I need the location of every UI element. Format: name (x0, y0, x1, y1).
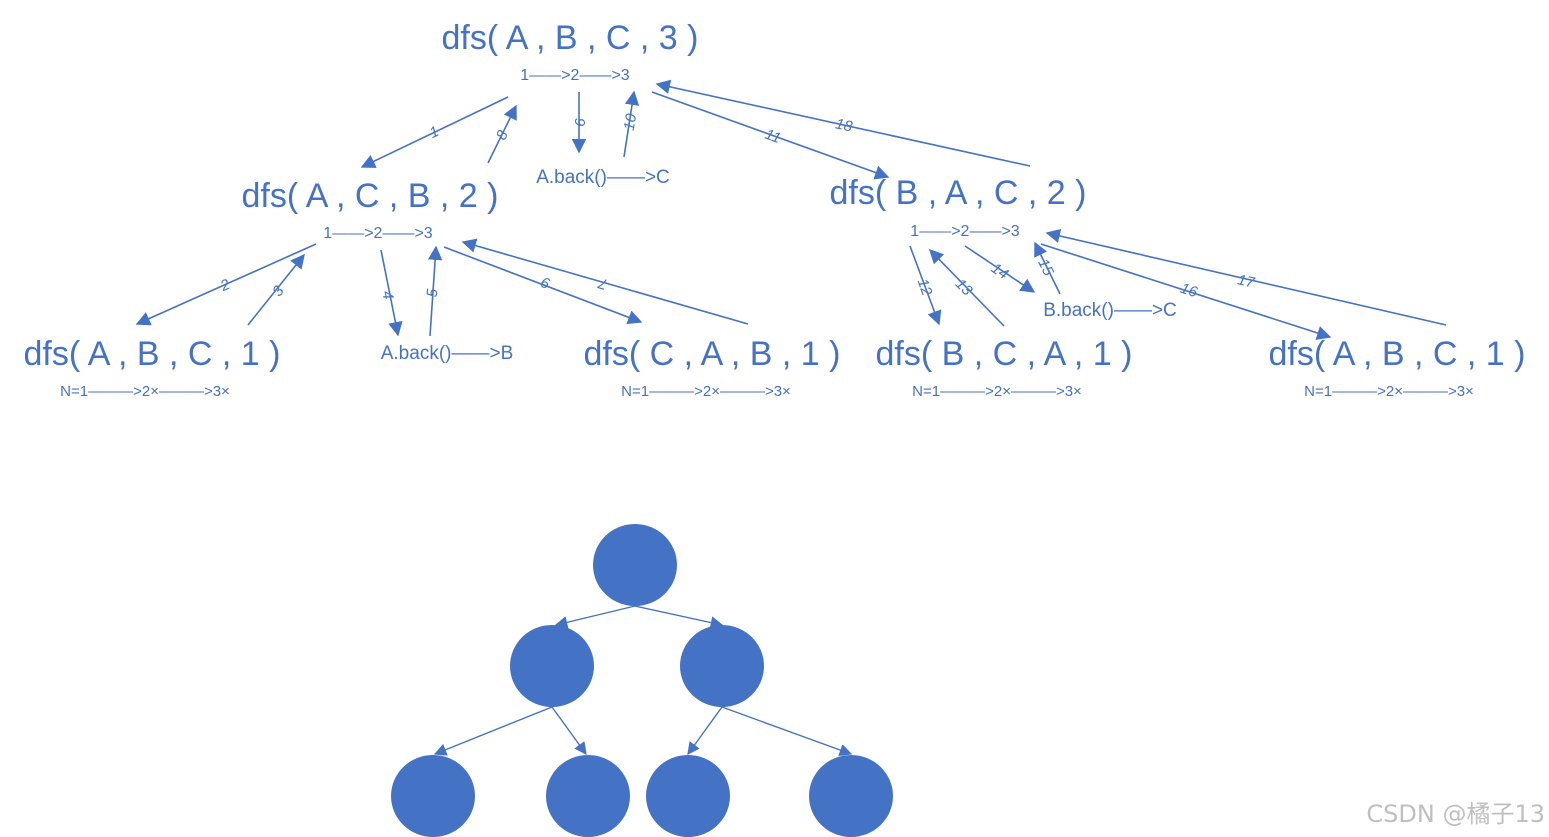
watermark: CSDN @橘子13 (1366, 800, 1545, 828)
edge-label-3: 3 (269, 282, 288, 300)
edge-label-13: 13 (952, 275, 976, 299)
edge-label-4: 4 (378, 289, 396, 300)
edge-arrow-2 (135, 243, 317, 326)
tree-leaf-1 (391, 755, 475, 837)
edge-arrow-6 (443, 246, 643, 325)
edge-arrow-1 (360, 96, 509, 168)
tree-edge-root-left (554, 605, 636, 629)
seq-cab1: N=1———>2×———>3× (621, 383, 791, 400)
seq-acb2: 1——>2——>3 (323, 225, 432, 242)
edge-label-12: 12 (914, 276, 936, 298)
edge-label-1: 1 (427, 123, 442, 142)
binary-tree (391, 524, 893, 837)
edge-arrow-18 (655, 79, 1031, 167)
edge-arrow-7 (461, 238, 749, 325)
edge-label-10: 10 (621, 112, 641, 132)
edge-arrow-3 (247, 253, 305, 326)
tree-leaf-4 (809, 755, 893, 837)
edge-arrow-10 (623, 90, 640, 158)
edge-arrow-8 (487, 104, 517, 164)
tree-node-right (680, 625, 764, 707)
call-root: dfs( A , B , C , 3 ) (442, 19, 699, 57)
tree-edge-l-lr (551, 706, 587, 756)
tree-edge-r-rr (721, 706, 853, 757)
edge-label-9: 9 (571, 118, 588, 127)
edge-label-8: 8 (493, 127, 512, 143)
edge-label-17: 17 (1236, 271, 1257, 291)
edge-arrow-13 (928, 248, 1005, 327)
call-cab1: dfs( C , A , B , 1 ) (584, 335, 841, 373)
edge-label-2: 2 (217, 276, 233, 296)
tree-leaf-3 (646, 755, 730, 837)
call-acb2: dfs( A , C , B , 2 ) (242, 177, 499, 215)
edge-arrow-12 (909, 245, 942, 326)
edge-arrow-16 (1040, 243, 1332, 340)
edge-arrow-11 (651, 91, 890, 180)
edge-label-18: 18 (834, 115, 854, 135)
tree-node-left (510, 625, 594, 707)
tree-leaf-2 (546, 755, 630, 837)
edge-arrow-5 (427, 245, 443, 337)
seq-abc1-right: N=1———>2×———>3× (1304, 383, 1474, 400)
call-abc1-left: dfs( A , B , C , 1 ) (24, 335, 281, 373)
edge-arrow-14 (964, 245, 1036, 293)
call-bca1: dfs( B , C , A , 1 ) (876, 335, 1133, 373)
tree-edge-r-rl (687, 706, 723, 756)
edge-label-15: 15 (1034, 256, 1057, 279)
edge-arrow-15 (1034, 241, 1061, 295)
edge-label-16: 16 (1178, 280, 1200, 302)
seq-root: 1——>2——>3 (520, 67, 629, 84)
seq-abc1-left: N=1———>2×———>3× (60, 383, 230, 400)
edge-label-7: 7 (596, 274, 609, 293)
edge-label-14: 14 (988, 260, 1011, 283)
move-b-to-c: B.back()——>C (1043, 300, 1177, 321)
seq-bca1: N=1———>2×———>3× (912, 383, 1082, 400)
tree-node-root (593, 524, 677, 606)
call-bac2: dfs( B , A , C , 2 ) (830, 174, 1087, 212)
move-a-to-c: A.back()——>C (536, 167, 670, 188)
edge-label-6: 6 (538, 274, 552, 293)
call-abc1-right: dfs( A , B , C , 1 ) (1269, 335, 1526, 373)
edge-label-5: 5 (424, 288, 442, 298)
edge-label-11: 11 (763, 126, 783, 147)
tree-edge-root-right (634, 605, 724, 629)
edge-arrow-4 (380, 249, 403, 337)
tree-edge-l-ll (433, 706, 553, 756)
seq-bac2: 1——>2——>3 (910, 223, 1019, 240)
edge-arrow-17 (1045, 228, 1447, 326)
move-a-to-b: A.back()——>B (381, 343, 514, 364)
